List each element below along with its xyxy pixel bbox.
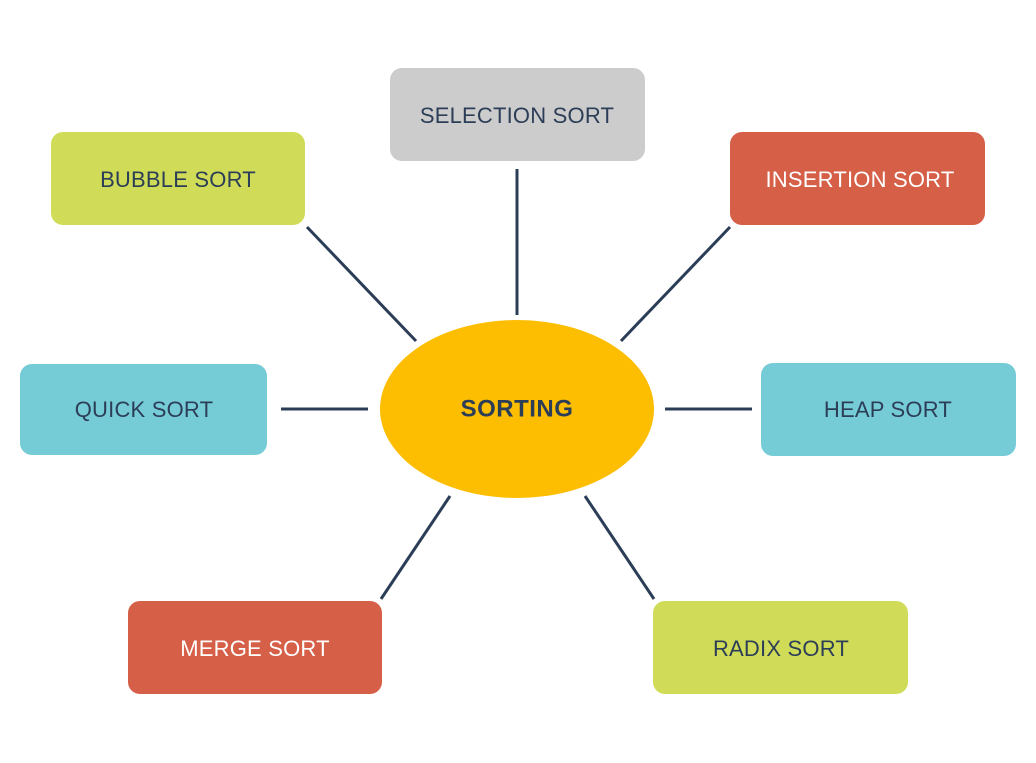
- node-heap-sort: HEAP SORT: [761, 363, 1016, 456]
- center-ellipse: [380, 320, 654, 498]
- node-merge-sort: MERGE SORT: [128, 601, 382, 694]
- node-box: [128, 601, 382, 694]
- node-label: HEAP SORT: [824, 397, 952, 422]
- node-box: [653, 601, 908, 694]
- connector-radix-sort: [583, 495, 656, 600]
- node-label: BUBBLE SORT: [100, 167, 256, 192]
- node-label: MERGE SORT: [180, 636, 330, 661]
- node-label: RADIX SORT: [713, 636, 849, 661]
- node-label: INSERTION SORT: [765, 167, 954, 192]
- node-bubble-sort: BUBBLE SORT: [51, 132, 305, 225]
- node-box: [20, 364, 267, 455]
- node-label: QUICK SORT: [75, 397, 214, 422]
- node-label: SELECTION SORT: [420, 103, 614, 128]
- node-box: [390, 68, 645, 161]
- node-box: [761, 363, 1016, 456]
- center-node: SORTING: [380, 320, 654, 498]
- node-radix-sort: RADIX SORT: [653, 601, 908, 694]
- node-box: [730, 132, 985, 225]
- connector-bubble-sort: [305, 225, 418, 343]
- connector-merge-sort: [379, 495, 452, 600]
- node-box: [51, 132, 305, 225]
- connector-insertion-sort: [619, 225, 732, 343]
- node-quick-sort: QUICK SORT: [20, 364, 267, 455]
- connectors: [281, 169, 752, 600]
- node-insertion-sort: INSERTION SORT: [730, 132, 985, 225]
- center-label: SORTING: [461, 395, 574, 422]
- node-selection-sort: SELECTION SORT: [390, 68, 645, 161]
